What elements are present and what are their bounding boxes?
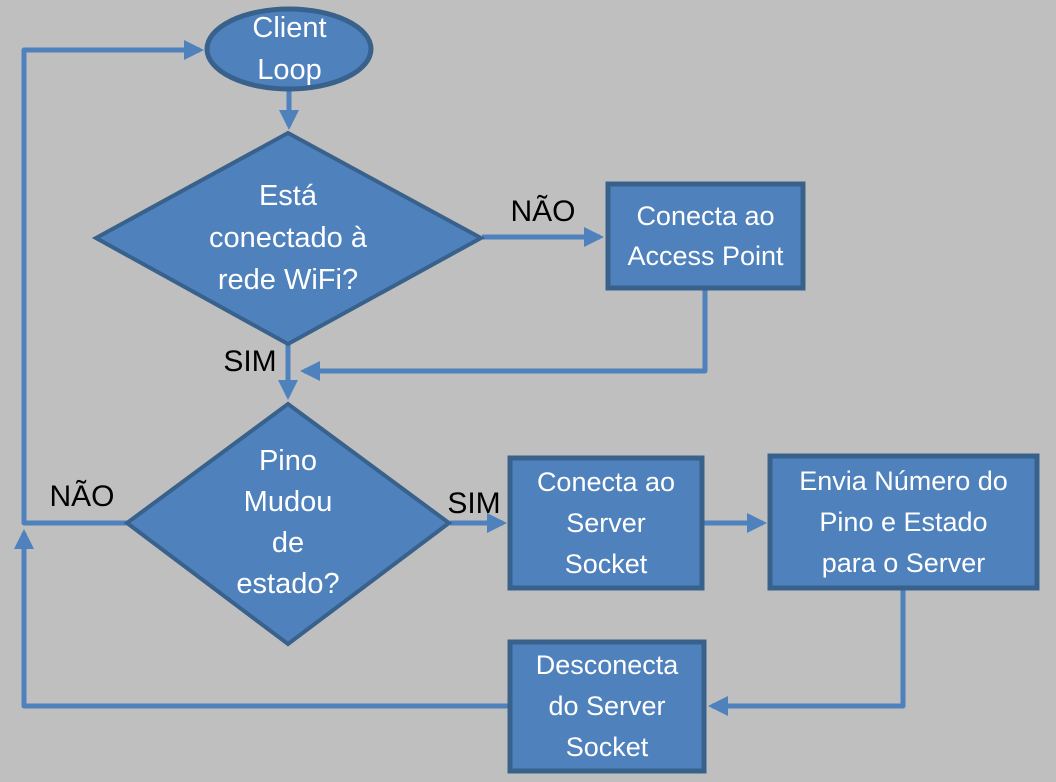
node-wifi-decision	[91, 130, 486, 347]
edge-accesspoint-to-simline	[300, 289, 708, 381]
node-pin-decision	[123, 401, 453, 647]
wifi-decision-label: Está conectado à rede WiFi?	[208, 180, 367, 296]
edge-label-pin-sim: SIM	[447, 487, 501, 520]
send-pin-state-label: Envia Número do Pino e Estado para o Ser…	[799, 465, 1008, 578]
edge-disconnect-to-returnline	[13, 529, 510, 709]
node-client-loop	[204, 6, 374, 92]
connect-access-point-label: Conecta ao Access Point	[627, 201, 784, 271]
edge-pindecision-nao-to-clientloop	[21, 40, 204, 526]
edge-label-wifi-sim: SIM	[223, 345, 277, 378]
disconnect-server-socket-label: Desconecta do Server Socket	[535, 650, 679, 762]
client-loop-label: Client Loop	[252, 12, 327, 86]
node-connect-access-point	[605, 181, 806, 291]
edge-sendpin-to-disconnect	[708, 589, 906, 716]
node-connect-server-socket	[507, 455, 705, 591]
connect-server-socket-label: Conecta ao Server Socket	[536, 466, 676, 579]
node-send-pin-state	[767, 453, 1040, 591]
node-disconnect-server-socket	[507, 639, 707, 774]
pin-decision-label: Pino Mudou de estado?	[236, 445, 340, 600]
edge-label-wifi-nao: NÃO	[510, 195, 576, 228]
edge-label-pin-nao: NÃO	[49, 480, 115, 513]
